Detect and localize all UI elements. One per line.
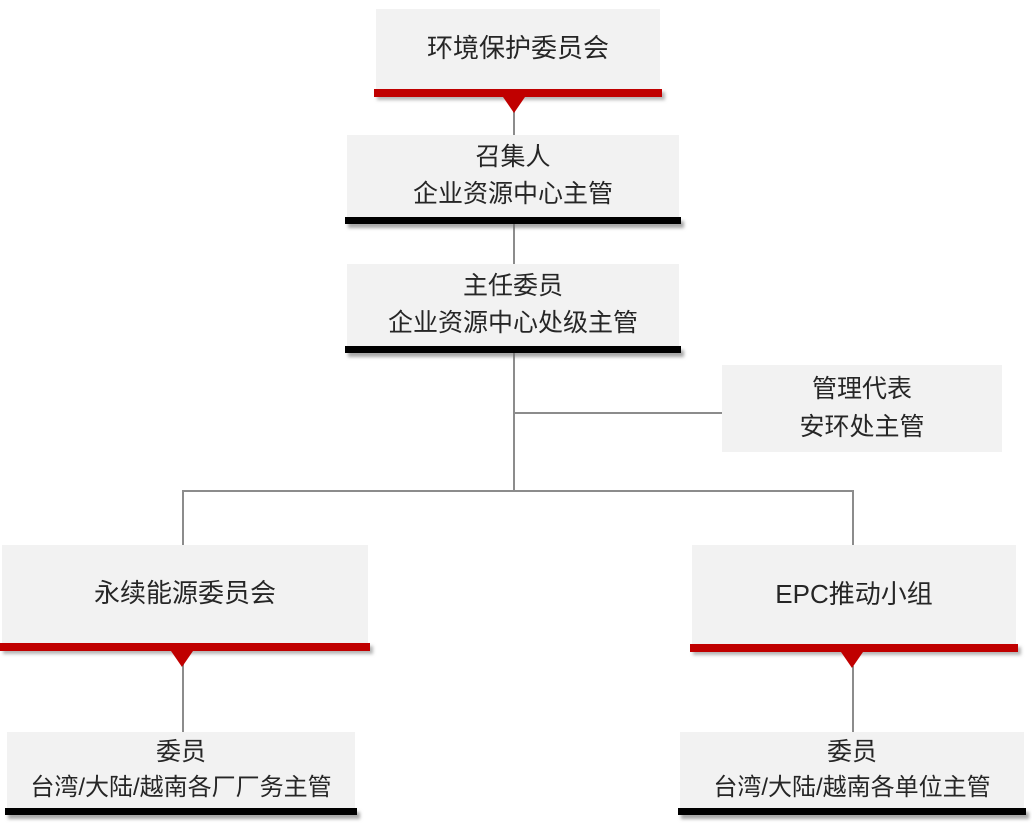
node-members-factory-managers[interactable]: 委员 台湾/大陆/越南各厂厂务主管 xyxy=(5,732,357,815)
node-body: 委员 台湾/大陆/越南各厂厂务主管 xyxy=(7,732,355,808)
node-role: 委员 xyxy=(155,737,206,766)
node-environment-protection-committee[interactable]: 环境保护委员会 xyxy=(374,9,662,97)
black-underline-bar xyxy=(345,346,681,353)
connector-chairman-stem xyxy=(513,353,515,491)
node-position: 安环处主管 xyxy=(799,412,925,441)
node-position: 企业资源中心处级主管 xyxy=(387,309,638,337)
node-title: EPC推动小组 xyxy=(775,578,933,609)
node-position: 台湾/大陆/越南各厂厂务主管 xyxy=(30,774,332,802)
node-title: 永续能源委员会 xyxy=(93,578,276,609)
node-body: 委员 台湾/大陆/越南各单位主管 xyxy=(680,732,1024,808)
node-epc-promotion-team[interactable]: EPC推动小组 xyxy=(690,545,1018,652)
connector-branch-horizontal xyxy=(182,490,854,492)
node-members-unit-managers[interactable]: 委员 台湾/大陆/越南各单位主管 xyxy=(678,732,1026,815)
node-management-representative[interactable]: 管理代表 安环处主管 xyxy=(722,365,1002,452)
node-role: 管理代表 xyxy=(811,375,912,403)
red-underline-bar xyxy=(690,644,1018,652)
triangle-down-icon xyxy=(841,652,863,668)
node-sustainable-energy-committee[interactable]: 永续能源委员会 xyxy=(0,545,370,651)
connector-committee-convener xyxy=(513,111,515,135)
node-title: 环境保护委员会 xyxy=(426,33,609,64)
black-underline-bar xyxy=(345,217,681,224)
node-body: 环境保护委员会 xyxy=(376,9,660,89)
node-role: 主任委员 xyxy=(462,271,563,300)
connector-chairman-mgmtrep xyxy=(514,412,722,414)
black-underline-bar xyxy=(5,808,357,815)
connector-branch-left-drop xyxy=(182,490,184,545)
node-body: 管理代表 安环处主管 xyxy=(722,365,1002,452)
node-position: 企业资源中心主管 xyxy=(412,180,613,208)
red-underline-bar xyxy=(0,643,370,651)
connector-sustainable-members xyxy=(182,664,184,732)
node-body: 主任委员 企业资源中心处级主管 xyxy=(347,264,679,346)
node-chairman[interactable]: 主任委员 企业资源中心处级主管 xyxy=(345,264,681,353)
node-body: 永续能源委员会 xyxy=(2,545,368,643)
connector-epc-members xyxy=(852,666,854,732)
node-role: 委员 xyxy=(826,737,877,766)
black-underline-bar xyxy=(678,808,1026,815)
triangle-down-icon xyxy=(171,651,193,667)
triangle-down-icon xyxy=(503,97,525,113)
node-role: 召集人 xyxy=(475,142,551,171)
red-underline-bar xyxy=(374,89,662,97)
node-body: 召集人 企业资源中心主管 xyxy=(347,135,679,217)
node-body: EPC推动小组 xyxy=(692,545,1016,644)
node-position: 台湾/大陆/越南各单位主管 xyxy=(713,774,991,802)
connector-branch-right-drop xyxy=(852,490,854,545)
node-convener[interactable]: 召集人 企业资源中心主管 xyxy=(345,135,681,224)
connector-convener-chairman xyxy=(513,224,515,264)
